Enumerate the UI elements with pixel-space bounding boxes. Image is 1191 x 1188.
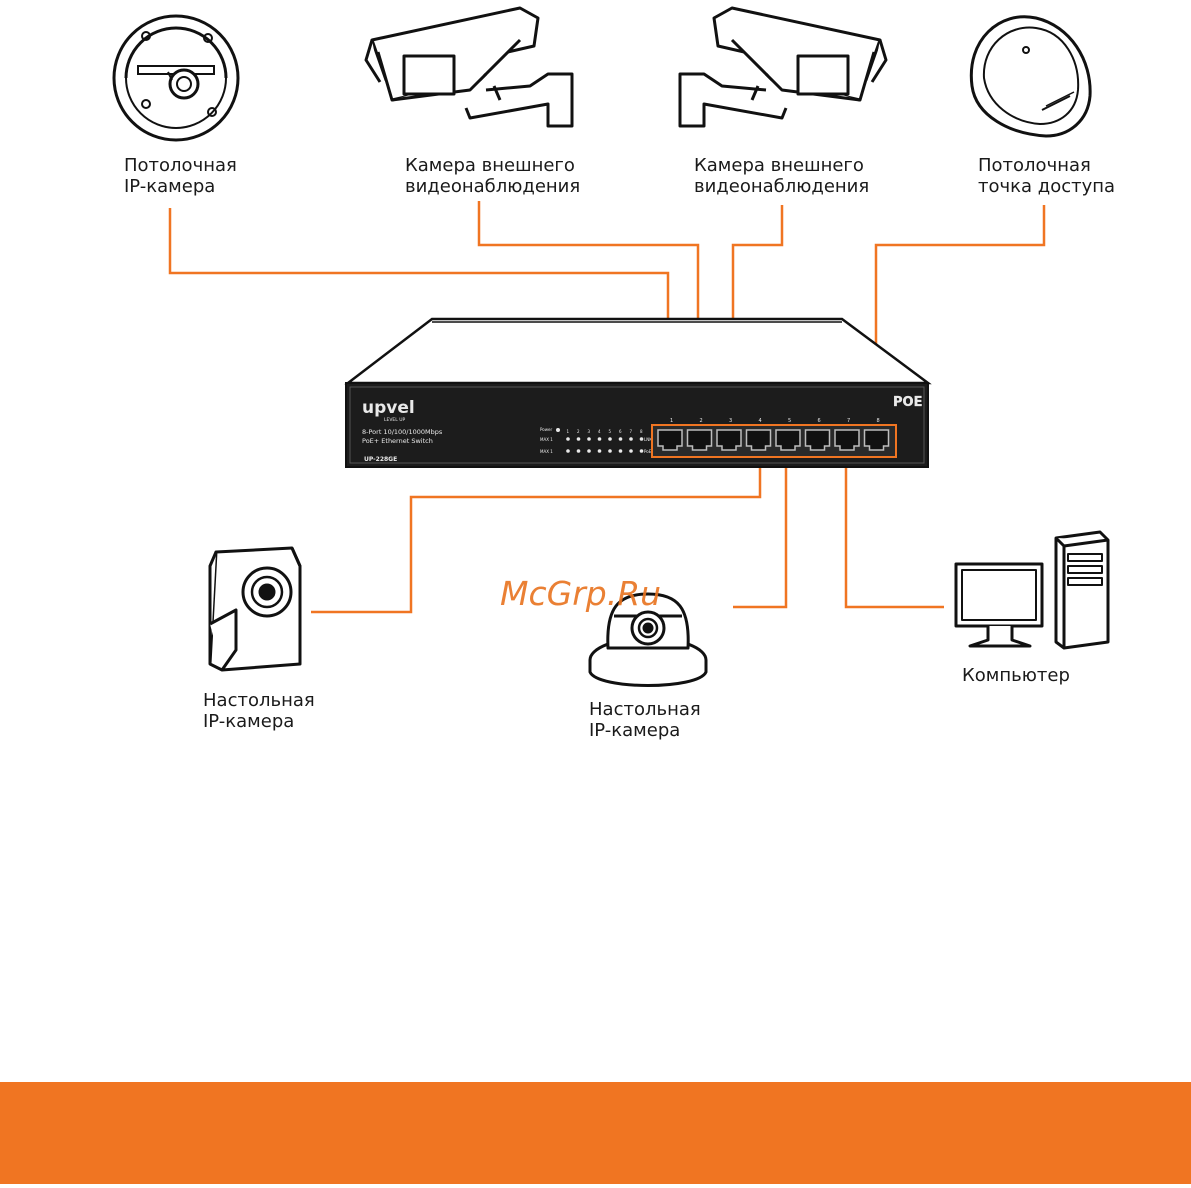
outdoor-camera-left-icon (364, 6, 574, 128)
switch-description-line2: PoE+ Ethernet Switch (362, 437, 433, 445)
port-number-2: 2 (700, 418, 703, 424)
label-ceiling-camera-line2: IP-камера (124, 176, 216, 197)
outdoor-camera-right-icon (678, 6, 888, 128)
poe-badge: POE (893, 395, 922, 410)
desktop-camera-left-icon (208, 546, 302, 672)
ports: 1 2 3 4 5 6 7 8 (657, 418, 890, 451)
switch-description-line1: 8-Port 10/100/1000Mbps (362, 428, 443, 436)
label-outdoor-camera-right-line1: Камера внешнего (694, 155, 864, 176)
led-poe-7 (629, 449, 633, 453)
line-computer (844, 450, 944, 609)
led-number-3: 3 (588, 429, 591, 434)
label-access-point-line1: Потолочная (978, 155, 1091, 176)
led-poe-8 (639, 449, 644, 453)
ceiling-camera-icon (112, 14, 240, 142)
computer-icon (954, 530, 1110, 650)
label-desktop-camera-left: Настольная IP-камера (203, 690, 315, 732)
led-number-2: 2 (577, 429, 580, 434)
switch-model: UP-228GE (364, 456, 397, 463)
led-link-7 (629, 437, 633, 441)
port-number-5: 5 (788, 418, 791, 424)
led-poe-5 (608, 449, 612, 453)
port-number-6: 6 (818, 418, 821, 424)
line-access-point (874, 205, 1046, 430)
led-number-7: 7 (630, 429, 633, 434)
led-poe-2 (576, 449, 581, 453)
label-outdoor-camera-left-line2: видеонаблюдения (405, 176, 581, 197)
line-desktop-camera-ptz (733, 450, 788, 609)
label-access-point-line2: точка доступа (978, 176, 1116, 197)
led-number-1: 1 (567, 429, 570, 434)
label-ptz-camera-line2: IP-камера (589, 720, 681, 741)
ethernet-port-1 (657, 429, 683, 451)
port-number-7: 7 (847, 418, 850, 424)
label-computer-line1: Компьютер (962, 665, 1070, 686)
led-link-3 (587, 437, 591, 441)
led-number-4: 4 (598, 429, 601, 434)
led-row2-label: MAX 1 (540, 449, 553, 454)
led-link-5 (608, 437, 612, 441)
switch-slogan: LEVEL UP (384, 417, 406, 423)
line-desktop-camera-left (311, 450, 762, 614)
port-number-3: 3 (729, 418, 732, 424)
ethernet-port-5 (775, 429, 801, 451)
label-desktop-camera-left-line1: Настольная (203, 690, 315, 711)
led-link-8 (639, 437, 644, 441)
label-ceiling-camera-line1: Потолочная (124, 155, 237, 176)
label-ptz-camera: Настольная IP-камера (589, 699, 701, 741)
poe-switch: upvel LEVEL UP 8-Port 10/100/1000Mbps Po… (344, 317, 932, 468)
led-link-2 (576, 437, 581, 441)
ethernet-port-3 (716, 429, 742, 451)
access-point-icon (969, 15, 1092, 138)
led-poe-6 (618, 449, 623, 453)
label-ptz-camera-line1: Настольная (589, 699, 701, 720)
watermark: McGrp.Ru (500, 574, 662, 613)
label-outdoor-camera-right: Камера внешнего видеонаблюдения (694, 155, 869, 197)
label-access-point: Потолочная точка доступа (978, 155, 1115, 197)
led-poe-1 (566, 449, 570, 453)
port-number-8: 8 (877, 418, 880, 424)
label-outdoor-camera-left-line1: Камера внешнего (405, 155, 575, 176)
label-outdoor-camera-left: Камера внешнего видеонаблюдения (405, 155, 580, 197)
led-poe-3 (587, 449, 591, 453)
label-computer: Компьютер (962, 665, 1070, 686)
led-grid: 1 2 3 4 5 6 7 8 (566, 429, 644, 453)
ethernet-port-2 (686, 429, 713, 451)
switch-top (344, 317, 932, 385)
ptz-camera-icon (588, 592, 708, 687)
port-number-4: 4 (759, 418, 762, 424)
power-led (556, 428, 560, 432)
led-link-6 (618, 437, 623, 441)
ethernet-port-6 (804, 429, 831, 451)
led-row2-suffix: PoE (644, 449, 652, 454)
label-outdoor-camera-right-line2: видеонаблюдения (694, 176, 870, 197)
led-row1-suffix: LNK (644, 437, 652, 442)
switch-brand: upvel (362, 398, 415, 418)
led-number-5: 5 (609, 429, 612, 434)
led-link-4 (597, 437, 602, 441)
led-link-1 (566, 437, 570, 441)
led-number-6: 6 (619, 429, 622, 434)
port-number-1: 1 (670, 418, 673, 424)
led-row1-label: MAX 1 (540, 437, 553, 442)
footer-band (0, 1082, 1191, 1184)
label-desktop-camera-left-line2: IP-камера (203, 711, 295, 732)
ethernet-port-4 (745, 429, 772, 451)
led-number-8: 8 (640, 429, 643, 434)
label-ceiling-camera: Потолочная IP-камера (124, 155, 237, 197)
power-led-label: Power (540, 427, 552, 432)
led-poe-4 (597, 449, 602, 453)
ethernet-port-8 (863, 429, 890, 451)
ethernet-port-7 (834, 429, 860, 451)
